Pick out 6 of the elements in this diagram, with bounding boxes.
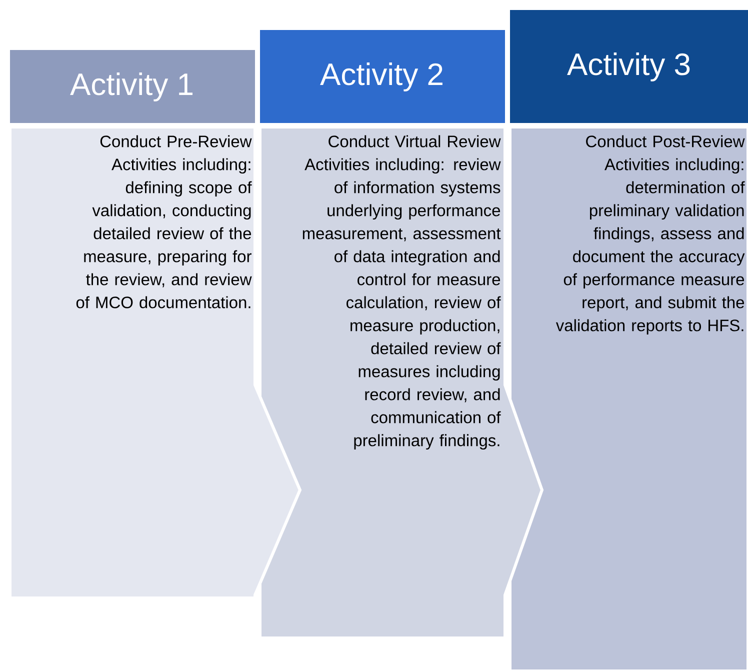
activity-header: Activity 2 <box>260 30 505 123</box>
activity-header: Activity 3 <box>510 10 748 123</box>
chevron-panel: Conduct Post-Review Activities including: determination of preliminary validation findings, assess and document the accuracy of performance measure report, and submit the validation reports to HFS. <box>508 126 748 671</box>
chevron-panel: Conduct Pre-Review Activities including: defining scope of validation, conducting detailed review of the measure, preparing for the review, and review of MCO documentation. <box>8 126 302 600</box>
chevron-panel: Conduct Virtual Review Activities including: review of information systems underlying performance measurement, assessment of data integration and control for measure calculation, review of measure production, detailed review of measures including record review, and communication of preliminary findings. <box>258 126 544 640</box>
activity-header: Activity 1 <box>10 50 255 123</box>
